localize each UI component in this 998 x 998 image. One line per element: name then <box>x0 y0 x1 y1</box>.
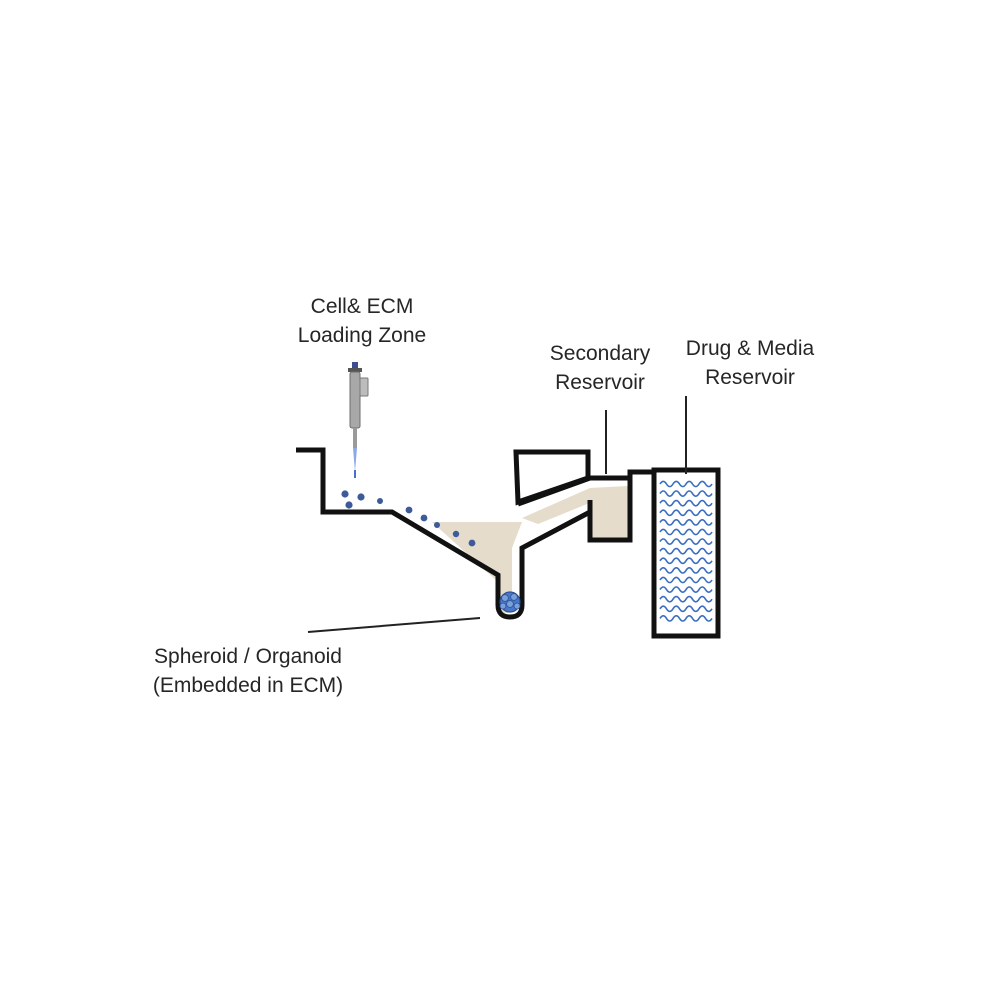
device-outline <box>296 447 592 620</box>
wave-line <box>659 547 713 555</box>
wave-line <box>659 557 713 565</box>
channel-block <box>513 449 591 506</box>
wave-line <box>659 480 713 488</box>
cell-dot-icon <box>405 506 413 514</box>
wave-line <box>659 586 713 593</box>
cell-dot-icon <box>434 522 440 528</box>
label-secondary-reservoir-line1: Secondary <box>549 342 651 365</box>
label-secondary-reservoir: Secondary Reservoir <box>530 339 670 397</box>
wave-line <box>659 528 713 536</box>
label-drug-media-reservoir-line2: Reservoir <box>705 366 795 389</box>
label-drug-media-reservoir: Drug & Media Reservoir <box>670 334 830 392</box>
cell-dot-icon <box>452 530 460 538</box>
wave-line <box>659 499 713 507</box>
cell-dot-icon <box>377 498 383 504</box>
cell-dot-icon <box>341 490 349 498</box>
spheroid-icon <box>499 591 521 613</box>
wave-line <box>659 538 713 545</box>
label-secondary-reservoir-line2: Reservoir <box>555 371 645 394</box>
cell-dot-icon <box>420 514 428 522</box>
label-spheroid-line1: Spheroid / Organoid <box>154 645 342 668</box>
cell-dot-icon <box>357 493 365 501</box>
cell-dot-icon <box>468 539 476 547</box>
wave-line <box>659 605 713 613</box>
ecm-flow-channel <box>522 486 628 538</box>
label-drug-media-reservoir-line1: Drug & Media <box>685 337 815 360</box>
label-spheroid-line2: (Embedded in ECM) <box>152 674 344 697</box>
label-loading-zone: Cell& ECM Loading Zone <box>282 292 442 350</box>
wave-line <box>659 576 713 584</box>
wave-line <box>659 519 713 526</box>
pipette-icon <box>348 362 369 478</box>
wave-icon <box>659 480 713 622</box>
wave-line <box>659 509 713 517</box>
cell-group <box>341 490 476 547</box>
wave-line <box>659 567 713 574</box>
label-spheroid: Spheroid / Organoid (Embedded in ECM) <box>128 642 368 700</box>
wave-line <box>659 615 713 622</box>
cell-dot-icon <box>345 501 353 509</box>
label-loading-zone-line2: Loading Zone <box>297 324 427 347</box>
label-loading-zone-line1: Cell& ECM <box>310 295 414 318</box>
wave-line <box>659 490 713 497</box>
wave-line <box>659 595 713 603</box>
secondary-reservoir-well <box>587 469 654 543</box>
leader-line-spheroid <box>307 617 481 633</box>
